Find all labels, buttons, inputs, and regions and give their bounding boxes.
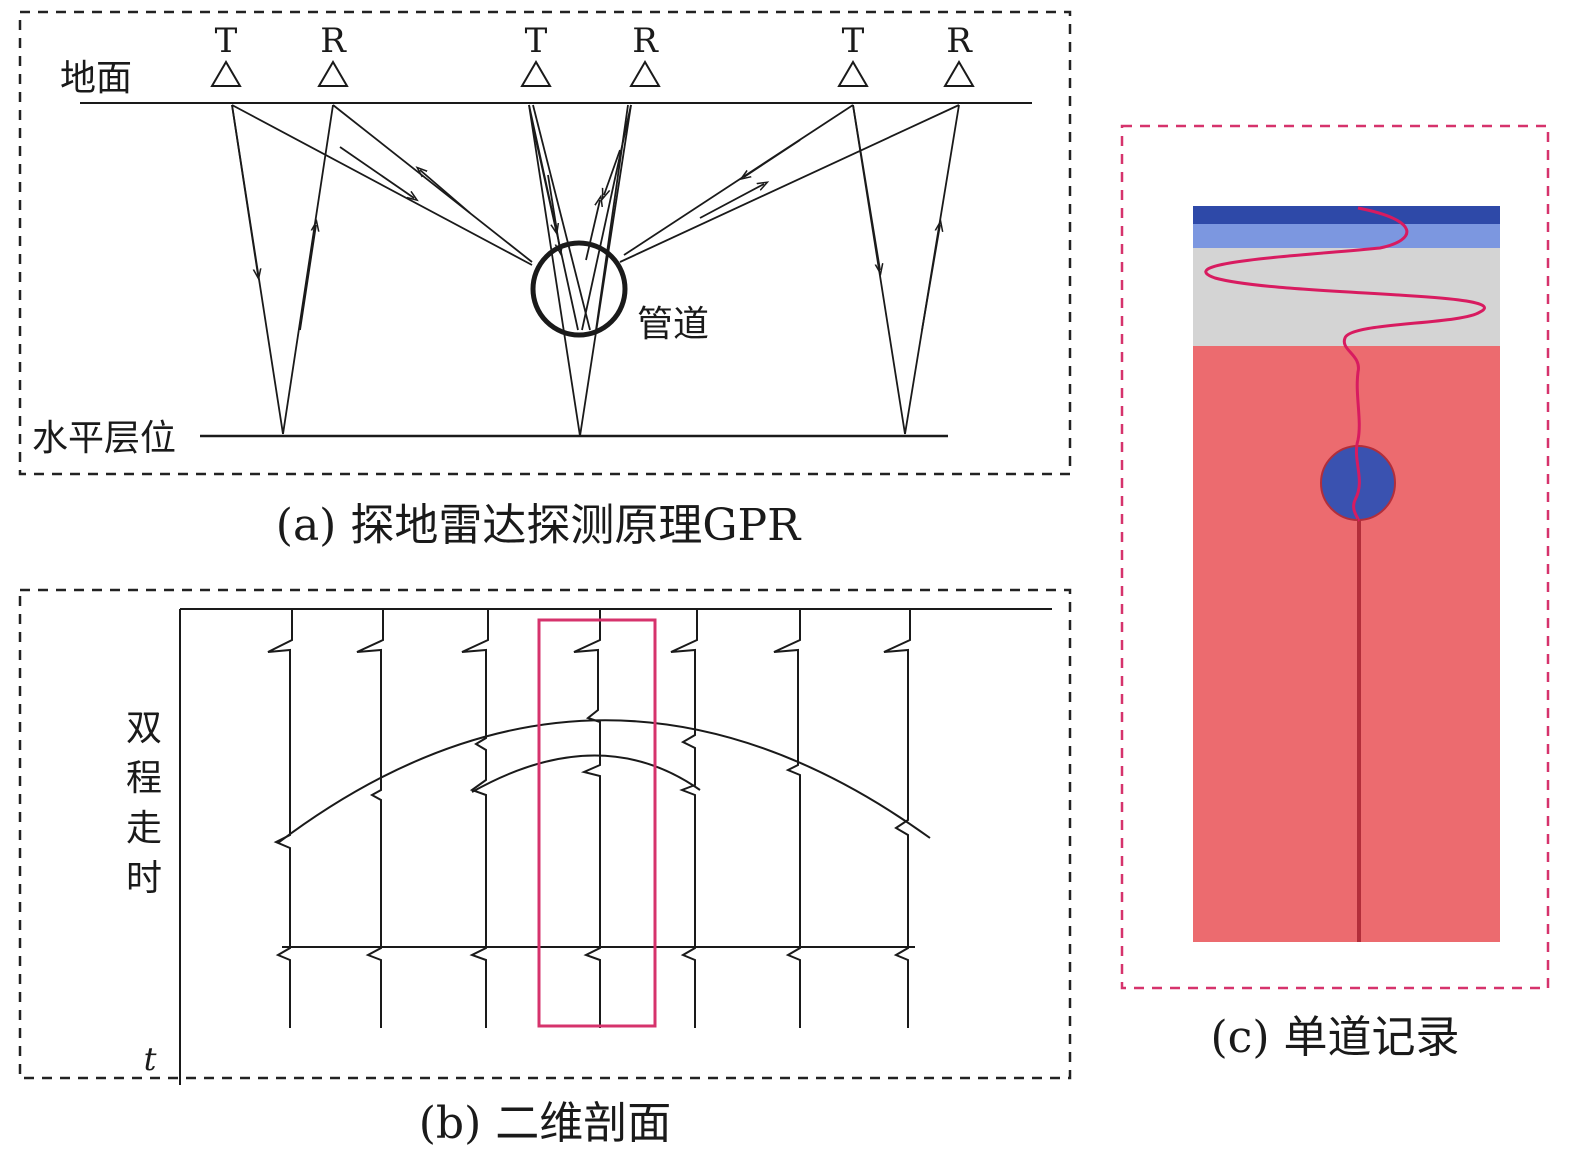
pipe-label: 管道 bbox=[637, 304, 709, 345]
antenna-label-r3: R bbox=[946, 21, 973, 61]
panel-b-frame bbox=[18, 588, 1072, 1080]
panel-c bbox=[1120, 124, 1550, 990]
panel-b: 双 程 走 时 t bbox=[18, 588, 1072, 1085]
pipe-circle bbox=[530, 240, 628, 338]
axis-char-3: 走 bbox=[126, 808, 162, 849]
antenna-label-t1: T bbox=[215, 21, 238, 61]
antenna-label-t2: T bbox=[525, 21, 548, 61]
caption-b: (b) 二维剖面 bbox=[419, 1098, 671, 1149]
layer-label: 水平层位 bbox=[32, 418, 176, 459]
waveform-trace bbox=[1204, 206, 1486, 522]
panel-a-frame bbox=[18, 10, 1072, 476]
antenna-triangle-icon bbox=[629, 60, 661, 87]
ray-paths bbox=[231, 104, 960, 437]
antenna-label-t3: T bbox=[842, 21, 865, 61]
caption-c: (c) 单道记录 bbox=[1211, 1012, 1460, 1063]
axis-char-2: 程 bbox=[126, 758, 162, 799]
antenna-triangle-icon bbox=[943, 60, 975, 87]
axis-char-4: 时 bbox=[126, 858, 162, 899]
panel-a: 地面 水平层位 T R T R T R bbox=[18, 10, 1072, 476]
antenna-triangle-icon bbox=[317, 60, 349, 87]
band-dark bbox=[1193, 206, 1500, 224]
antenna-label-r1: R bbox=[320, 21, 347, 61]
caption-a: (a) 探地雷达探测原理GPR bbox=[276, 500, 802, 551]
antenna-triangle-icon bbox=[210, 60, 242, 87]
selected-trace-highlight bbox=[537, 618, 657, 1028]
panel-c-frame bbox=[1120, 124, 1550, 990]
radar-traces bbox=[267, 609, 931, 1028]
antenna-triangle-icon bbox=[837, 60, 869, 87]
band-light bbox=[1193, 246, 1500, 346]
antenna-label-r2: R bbox=[632, 21, 659, 61]
axis-char-1: 双 bbox=[126, 708, 162, 749]
band-mid bbox=[1193, 222, 1500, 248]
ground-label: 地面 bbox=[60, 58, 132, 99]
antenna-triangle-icon bbox=[520, 60, 552, 87]
t-axis-label: t bbox=[144, 1040, 157, 1078]
